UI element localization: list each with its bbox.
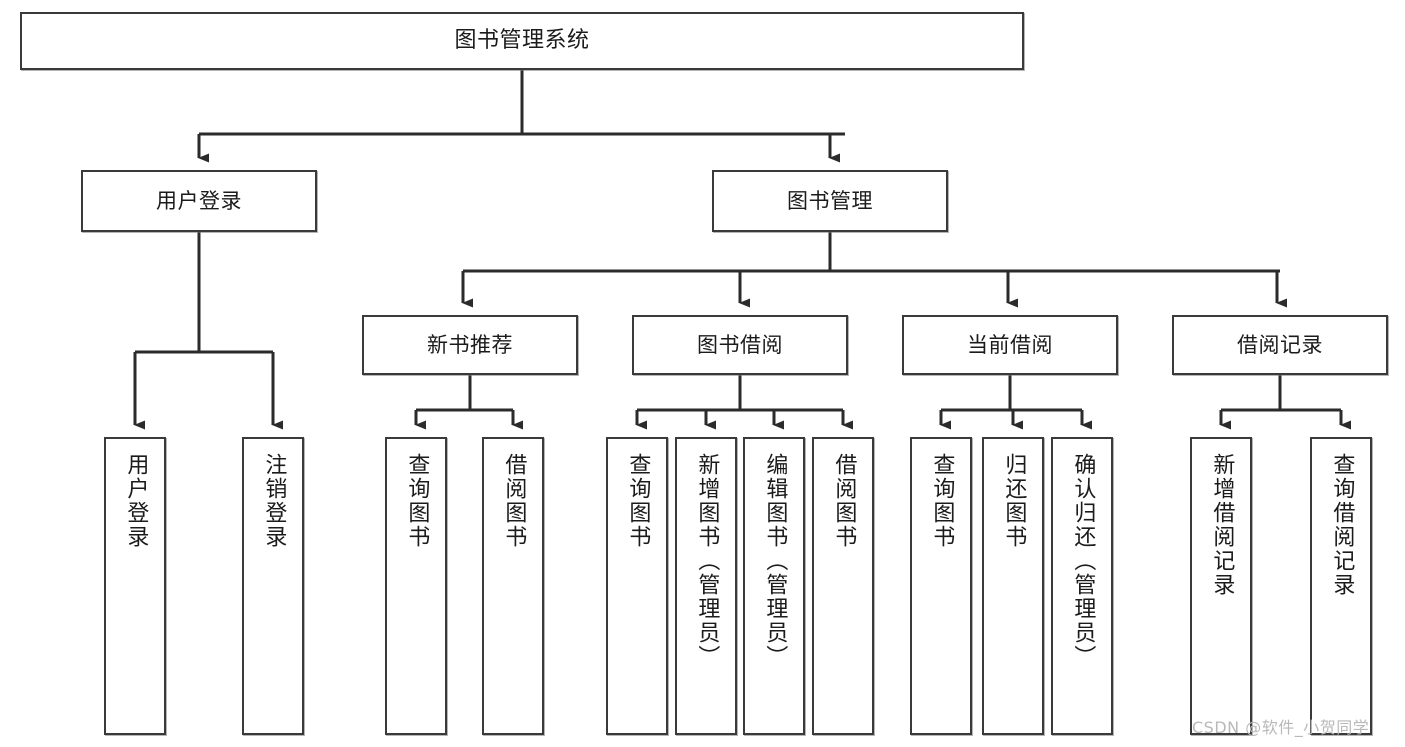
node-leaf-cur-confirm[interactable]: 确认归还（管理员） xyxy=(1051,437,1113,735)
node-leaf-user-logout-label: 注销登录 xyxy=(261,453,287,549)
node-leaf-rec-borrow[interactable]: 借阅图书 xyxy=(482,437,544,735)
node-new-book-rec-label: 新书推荐 xyxy=(427,332,513,357)
node-leaf-borrow-add[interactable]: 新增图书（管理员） xyxy=(675,437,737,735)
node-leaf-cur-return-label: 归还图书 xyxy=(1001,453,1027,549)
node-current-borrow[interactable]: 当前借阅 xyxy=(902,315,1118,375)
node-leaf-user-login[interactable]: 用户登录 xyxy=(104,437,166,735)
node-user-login[interactable]: 用户登录 xyxy=(81,170,317,232)
node-leaf-borrow-add-label: 新增图书（管理员） xyxy=(694,453,720,669)
node-new-book-rec[interactable]: 新书推荐 xyxy=(362,315,578,375)
node-leaf-borrow-edit[interactable]: 编辑图书（管理员） xyxy=(743,437,805,735)
node-root[interactable]: 图书管理系统 xyxy=(20,12,1024,70)
node-leaf-user-logout[interactable]: 注销登录 xyxy=(242,437,304,735)
node-leaf-borrow-query[interactable]: 查询图书 xyxy=(606,437,668,735)
node-leaf-rec-query-label: 查询图书 xyxy=(404,453,430,549)
node-borrow-record-label: 借阅记录 xyxy=(1237,332,1323,357)
node-leaf-rec-borrow-label: 借阅图书 xyxy=(501,453,527,549)
node-leaf-rec-query[interactable]: 查询图书 xyxy=(385,437,447,735)
node-borrow-record[interactable]: 借阅记录 xyxy=(1172,315,1388,375)
node-leaf-rec-query2[interactable]: 查询借阅记录 xyxy=(1310,437,1372,735)
node-book-borrow[interactable]: 图书借阅 xyxy=(632,315,848,375)
node-book-borrow-label: 图书借阅 xyxy=(697,332,783,357)
node-current-borrow-label: 当前借阅 xyxy=(967,332,1053,357)
node-user-login-label: 用户登录 xyxy=(156,188,242,213)
node-leaf-cur-return[interactable]: 归还图书 xyxy=(982,437,1044,735)
node-leaf-user-login-label: 用户登录 xyxy=(123,453,149,549)
node-leaf-cur-confirm-label: 确认归还（管理员） xyxy=(1070,453,1096,669)
node-leaf-rec-add-label: 新增借阅记录 xyxy=(1209,453,1235,597)
csdn-watermark: CSDN @软件_小贺同学 xyxy=(1192,718,1370,737)
node-root-label: 图书管理系统 xyxy=(454,27,590,53)
node-leaf-cur-query-label: 查询图书 xyxy=(929,453,955,549)
node-leaf-rec-add[interactable]: 新增借阅记录 xyxy=(1190,437,1252,735)
node-leaf-cur-query[interactable]: 查询图书 xyxy=(910,437,972,735)
node-leaf-borrow-query-label: 查询图书 xyxy=(625,453,651,549)
node-leaf-borrow-lend[interactable]: 借阅图书 xyxy=(812,437,874,735)
node-leaf-rec-query2-label: 查询借阅记录 xyxy=(1329,453,1355,597)
node-leaf-borrow-lend-label: 借阅图书 xyxy=(831,453,857,549)
node-leaf-borrow-edit-label: 编辑图书（管理员） xyxy=(762,453,788,669)
node-book-manage[interactable]: 图书管理 xyxy=(712,170,948,232)
node-book-manage-label: 图书管理 xyxy=(787,188,873,213)
